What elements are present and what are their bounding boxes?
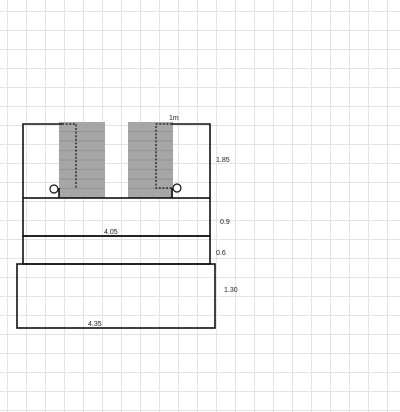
top-room-right-wall [172, 123, 211, 198]
step-section [22, 235, 211, 265]
left-newel-circle [49, 184, 59, 194]
bottom-section [16, 263, 216, 329]
bottom-height-label: 1.30 [224, 287, 238, 294]
top-width-label: 1m [169, 115, 179, 122]
left-stair-treads [59, 131, 105, 189]
middle-height-label: 0.9 [220, 219, 230, 226]
top-room-left-wall [22, 123, 62, 198]
right-stair-railing [155, 123, 172, 189]
right-stair-treads [128, 131, 173, 189]
left-staircase [59, 122, 105, 198]
left-stair-railing [62, 123, 77, 188]
bottom-width-label: 4.35 [88, 321, 102, 328]
step-height-label: 0.6 [216, 250, 226, 257]
right-staircase [128, 122, 173, 198]
middle-width-label: 4.05 [104, 229, 118, 236]
top-height-label: 1.85 [216, 157, 230, 164]
right-newel-circle [172, 183, 182, 193]
